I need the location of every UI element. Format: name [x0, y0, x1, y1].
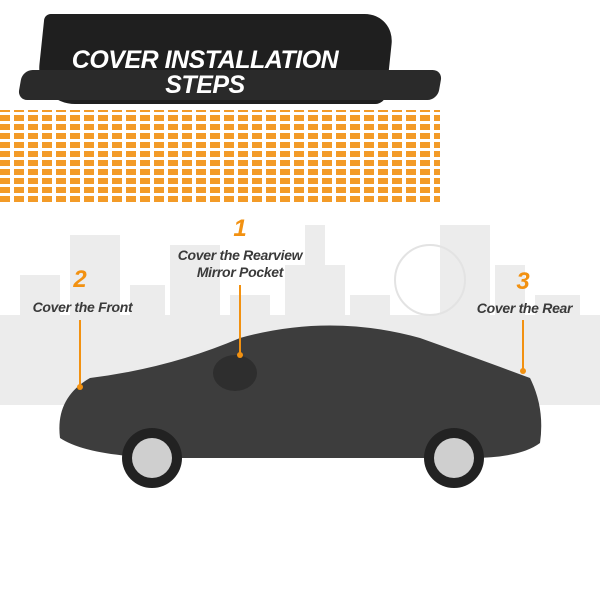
step-3-number: 3: [516, 268, 530, 295]
step-2-pointer-line: [79, 320, 81, 385]
wheel-rear: [424, 428, 484, 488]
tire-tracks-decoration: [0, 110, 440, 202]
covered-car: [59, 325, 542, 488]
step-1-label-line2: Mirror Pocket: [196, 264, 284, 280]
page-title: COVER INSTALLATION STEPS: [60, 48, 350, 98]
ferris-wheel-icon: [394, 244, 466, 316]
step-3-pointer-dot: [520, 368, 526, 374]
step-2-number: 2: [73, 266, 87, 293]
title-line-2: STEPS: [165, 71, 245, 99]
step-1-label: Cover the Rearview Mirror Pocket: [160, 247, 320, 281]
step-3-pointer-line: [522, 320, 524, 370]
step-1-pointer-line: [239, 285, 241, 355]
step-3-label: Cover the Rear: [476, 300, 573, 316]
wheel-front: [122, 428, 182, 488]
mirror-pocket: [213, 355, 257, 391]
title-line-1: COVER INSTALLATION: [71, 46, 339, 74]
step-1-label-line1: Cover the Rearview: [177, 247, 303, 263]
step-1-number: 1: [233, 215, 247, 242]
step-1-pointer-dot: [237, 352, 243, 358]
step-2-pointer-dot: [77, 384, 83, 390]
step-2-label: Cover the Front: [32, 299, 133, 315]
